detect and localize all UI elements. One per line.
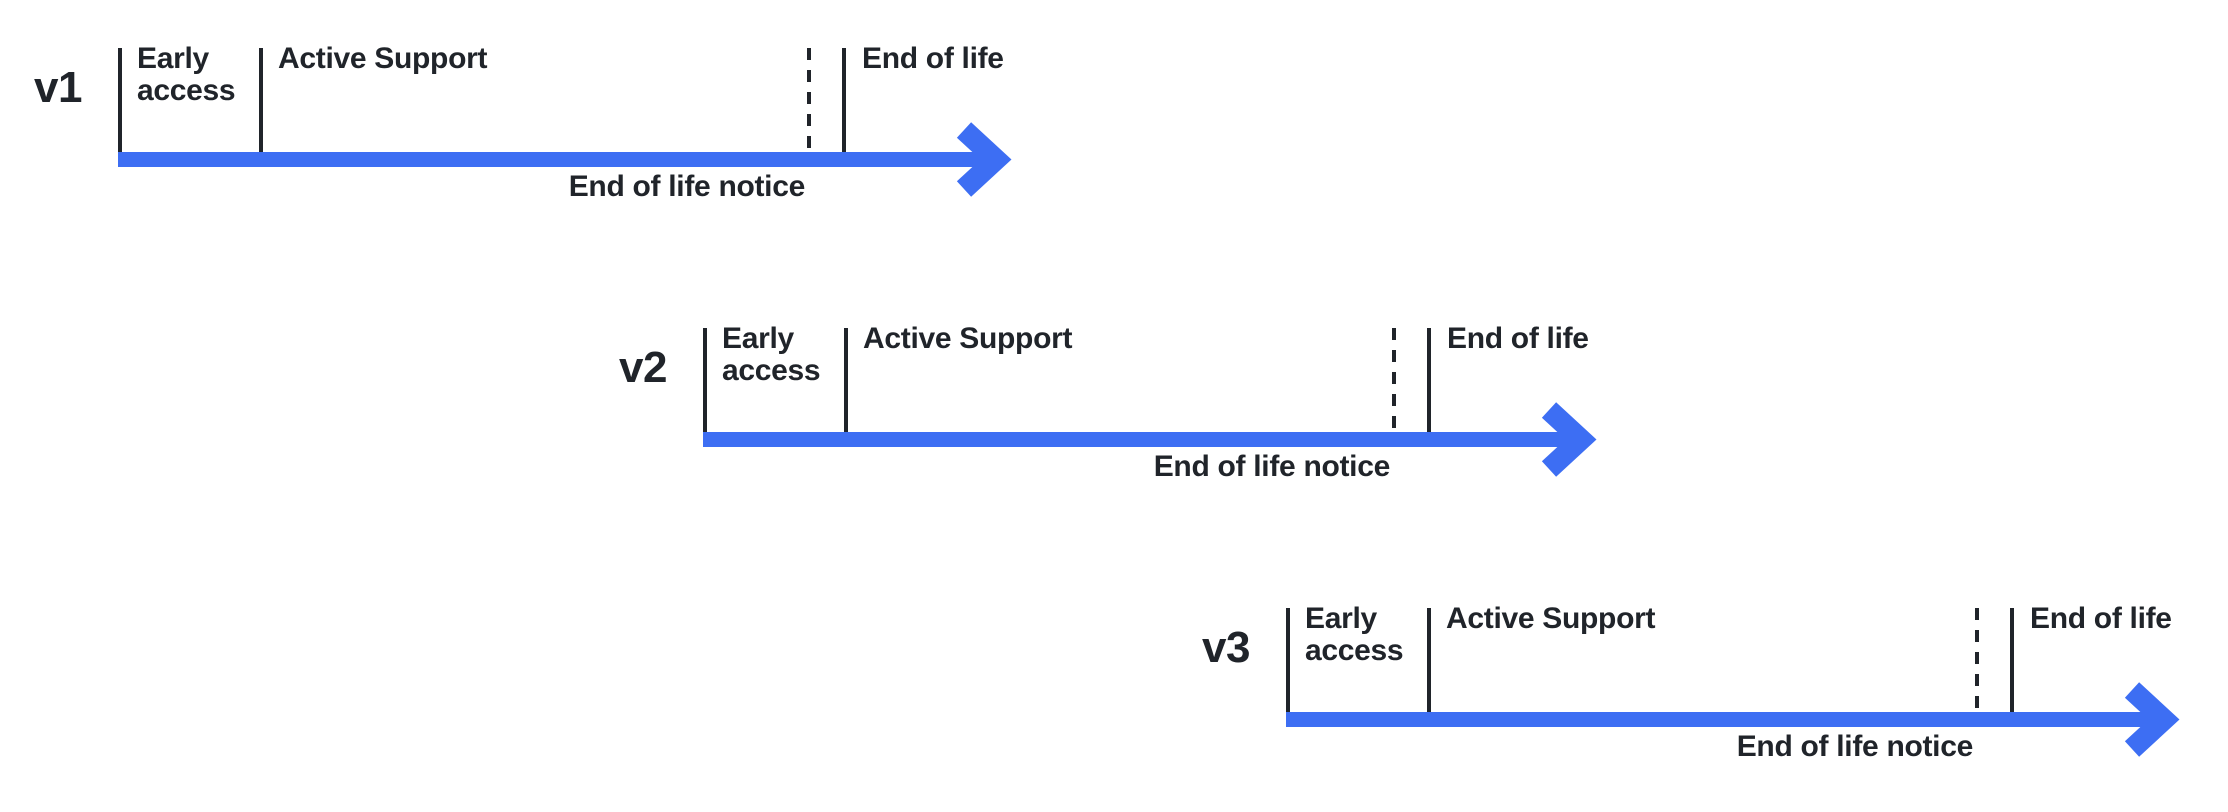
active-support-start-tick — [844, 328, 848, 432]
active-support-label: Active Support — [863, 322, 1073, 355]
timeline-arrow-shaft — [1286, 712, 2163, 727]
end-of-life-label: End of life — [1447, 322, 1589, 355]
timeline-arrow-shaft — [118, 152, 995, 167]
end-of-life-tick — [842, 48, 846, 152]
active-support-label: Active Support — [1446, 602, 1656, 635]
early-access-start-tick — [703, 328, 707, 432]
early-access-start-tick — [1286, 608, 1290, 712]
timeline-arrow-shaft — [703, 432, 1580, 447]
timeline-arrow-icon — [118, 122, 1012, 197]
eol-notice-dashed-line — [1392, 328, 1396, 432]
timeline-row-v2: v2 Early access Active Support End of li… — [619, 323, 1703, 498]
early-access-label: Early access — [722, 322, 821, 387]
version-label: v3 — [1202, 623, 1250, 672]
timeline-arrowhead-icon — [2124, 682, 2180, 757]
early-access-start-tick — [118, 48, 122, 152]
eol-notice-label: End of life notice — [1153, 450, 1391, 483]
timeline-row-v3: v3 Early access Active Support End of li… — [1202, 603, 2228, 778]
end-of-life-label: End of life — [862, 42, 1004, 75]
eol-notice-dashed-line — [807, 48, 811, 152]
end-of-life-tick — [1427, 328, 1431, 432]
end-of-life-tick — [2010, 608, 2014, 712]
active-support-label: Active Support — [278, 42, 488, 75]
version-label: v1 — [34, 63, 82, 112]
early-access-label: Early access — [137, 42, 236, 107]
timeline-row-v1: v1 Early access Active Support End of li… — [34, 43, 1118, 218]
early-access-label: Early access — [1305, 602, 1404, 667]
eol-notice-dashed-line — [1975, 608, 1979, 712]
active-support-start-tick — [259, 48, 263, 152]
timeline-arrowhead-icon — [1541, 402, 1597, 477]
eol-notice-label: End of life notice — [1736, 730, 1974, 763]
version-label: v2 — [619, 343, 667, 392]
timeline-arrow-icon — [703, 402, 1597, 477]
timeline-arrowhead-icon — [956, 122, 1012, 197]
end-of-life-label: End of life — [2030, 602, 2172, 635]
active-support-start-tick — [1427, 608, 1431, 712]
timeline-arrow-icon — [1286, 682, 2180, 757]
eol-notice-label: End of life notice — [568, 170, 806, 203]
